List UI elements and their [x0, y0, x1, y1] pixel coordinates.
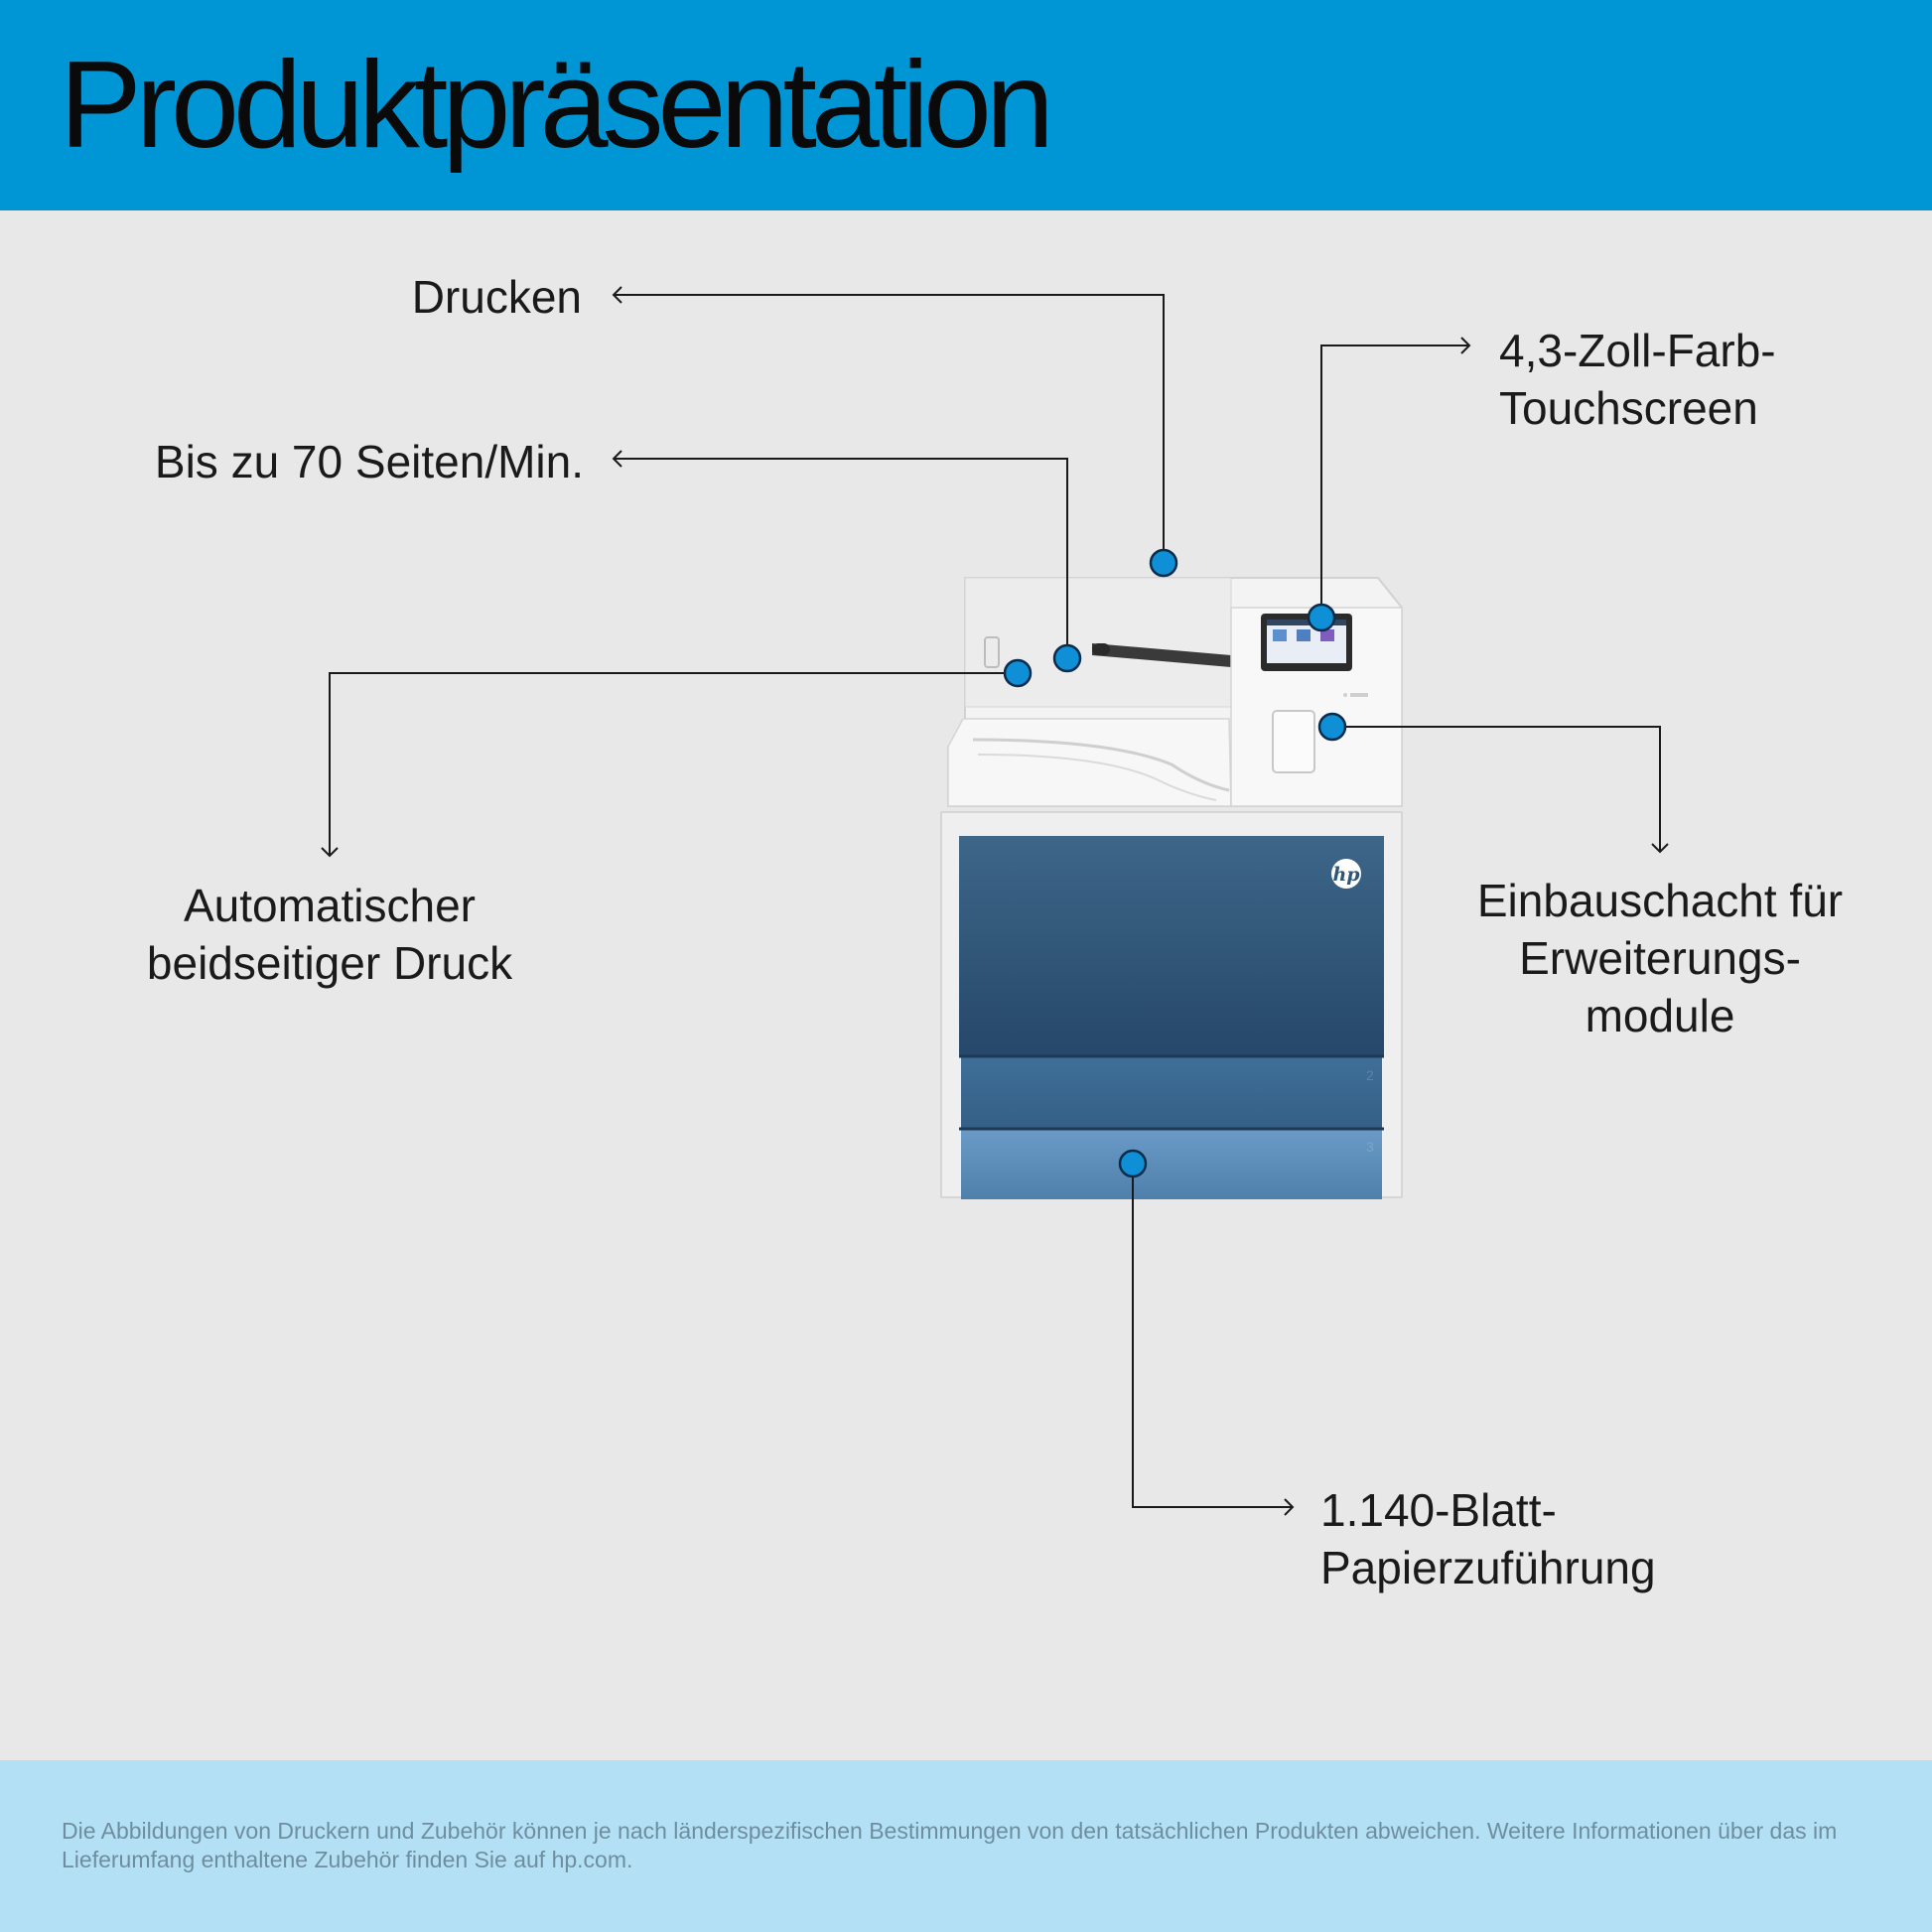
- hp-logo-icon: [1331, 859, 1361, 889]
- arrow-down-icon: [1651, 843, 1669, 854]
- leader-duplex: [329, 672, 1018, 856]
- callout-papier-line-2: Papierzuführung: [1320, 1542, 1656, 1593]
- arrow-right-icon: [1460, 337, 1471, 354]
- callout-einbauschacht-line-1: Einbauschacht für: [1476, 875, 1844, 926]
- arrow-down-icon: [321, 847, 339, 858]
- marker-seiten[interactable]: [1052, 643, 1082, 673]
- callout-duplex: Automatischer beidseitiger Druck: [131, 877, 528, 992]
- page-title: Produktpräsentation: [60, 37, 1054, 174]
- marker-touchscreen[interactable]: [1307, 603, 1336, 632]
- leader-touchscreen: [1320, 345, 1469, 618]
- callout-papier: 1.140-Blatt- Papierzuführung: [1320, 1481, 1656, 1596]
- callout-seiten: Bis zu 70 Seiten/Min.: [155, 433, 584, 490]
- printer-lower-body: hp 2 3: [940, 811, 1403, 1199]
- callout-einbauschacht: Einbauschacht für Erweiterungs- module: [1451, 872, 1868, 1044]
- callout-touchscreen: 4,3-Zoll-Farb- Touchscreen: [1499, 322, 1776, 437]
- callout-drucken: Drucken: [412, 268, 582, 326]
- footer-disclaimer: Die Abbildungen von Druckern und Zubehör…: [62, 1818, 1838, 1872]
- tray-number-2: 2: [1366, 1067, 1374, 1083]
- callout-einbauschacht-line-3: module: [1585, 990, 1735, 1041]
- tray-number-3: 3: [1366, 1139, 1374, 1155]
- footer-bar: [0, 1760, 1932, 1932]
- callout-duplex-line-1: Automatischer: [183, 880, 476, 931]
- feature-markers: [1003, 548, 1347, 1178]
- callout-drucken-line-1: Drucken: [411, 271, 582, 323]
- callout-duplex-line-2: beidseitiger Druck: [146, 937, 513, 989]
- arrow-right-icon: [1284, 1498, 1295, 1516]
- arrow-left-icon: [612, 286, 622, 304]
- marker-duplex[interactable]: [1003, 658, 1033, 688]
- header-bar: Produktpräsentation: [0, 0, 1932, 210]
- leader-papier: [1132, 1164, 1293, 1508]
- arrow-left-icon: [612, 450, 622, 468]
- callout-touchscreen-line-2: Touchscreen: [1499, 382, 1758, 434]
- callout-einbauschacht-line-2: Erweiterungs-: [1519, 932, 1801, 984]
- leader-lines: [321, 286, 1669, 1516]
- marker-drucken[interactable]: [1149, 548, 1178, 578]
- touchscreen-panel: [1261, 614, 1352, 671]
- leader-einbauschacht: [1332, 726, 1661, 852]
- marker-einbauschacht[interactable]: [1317, 712, 1347, 742]
- leader-seiten: [614, 458, 1068, 658]
- hp-logo-text: hp: [1332, 864, 1360, 886]
- callout-papier-line-1: 1.140-Blatt-: [1320, 1484, 1557, 1536]
- callout-touchscreen-line-1: 4,3-Zoll-Farb-: [1499, 325, 1776, 376]
- leader-drucken: [614, 294, 1165, 564]
- callout-seiten-line-1: Bis zu 70 Seiten/Min.: [154, 436, 584, 487]
- marker-papier[interactable]: [1118, 1149, 1148, 1178]
